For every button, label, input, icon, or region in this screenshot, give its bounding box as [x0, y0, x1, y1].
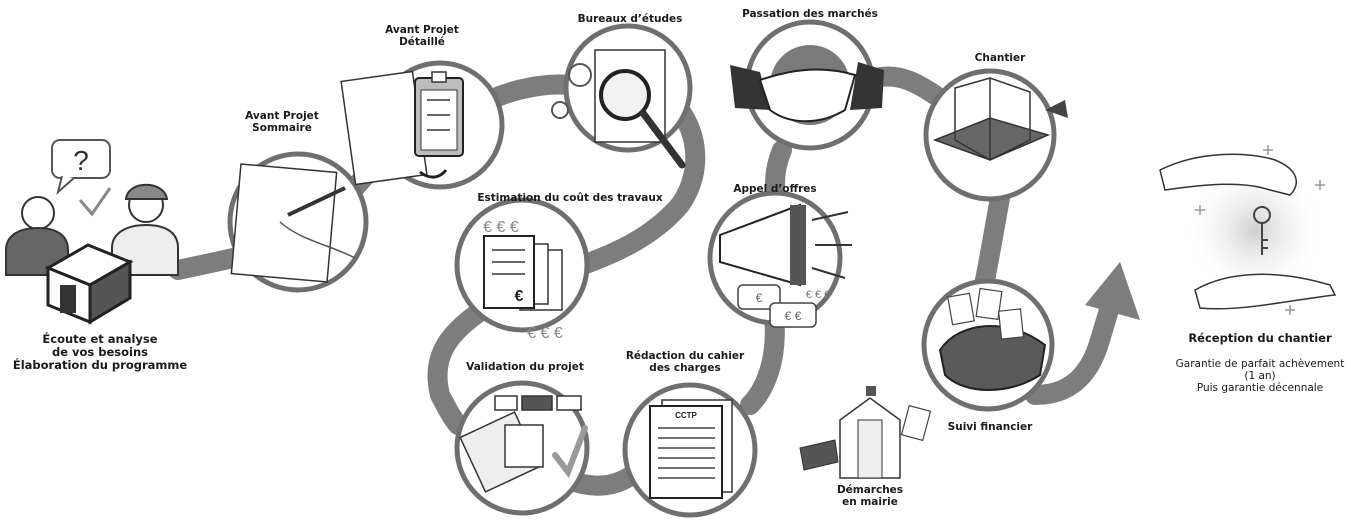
step-circle-estimation: € € € € € € €: [454, 197, 590, 342]
appel-euros-bubble: € €: [785, 309, 802, 323]
label-apd: Avant Projet Détaillé: [385, 24, 459, 48]
receiving-hand-icon: [1194, 273, 1337, 310]
step-circle-apd: [340, 60, 505, 190]
client-person-icon: [5, 196, 69, 276]
step-circle-bureaux: [551, 23, 693, 169]
arrow-head: [1085, 262, 1140, 320]
appel-euros-float: € € €: [806, 289, 830, 301]
speech-bubble-icon: ?: [51, 139, 111, 195]
step-circle-suivi: [921, 278, 1055, 412]
label-appel: Appel d’offres: [733, 183, 817, 195]
step-circle-aps: [227, 151, 369, 293]
estimation-euros-top: € € €: [483, 219, 519, 236]
house-block-icon: [44, 243, 134, 325]
sparkle-icons: [1195, 145, 1325, 315]
label-redaction: Rédaction du cahier des charges: [625, 350, 745, 374]
label-estimation: Estimation du coût des travaux: [477, 192, 663, 204]
checkmark-icon: [78, 187, 112, 217]
giving-hand-icon: [1159, 153, 1297, 196]
estimation-euro-doc: €: [515, 288, 524, 305]
step-circle-appel: € € € € € €: [707, 190, 852, 328]
label-demarches: Démarches en mairie: [836, 484, 904, 508]
appel-euro-bubble: €: [756, 291, 763, 305]
label-aps: Avant Projet Sommaire: [245, 110, 319, 134]
step-circle-redaction: CCTP: [622, 382, 758, 518]
reception-illustration: [1159, 145, 1337, 315]
ecoute-illustration: ?: [5, 139, 179, 325]
label-ecoute: Écoute et analyse de vos besoins Élabora…: [12, 332, 188, 372]
label-passation: Passation des marchés: [742, 8, 878, 20]
label-validation: Validation du projet: [466, 361, 584, 373]
step-circle-validation: [454, 380, 590, 516]
cctp-label: CCTP: [675, 411, 697, 420]
label-garantie: Garantie de parfait achèvement (1 an) Pu…: [1175, 358, 1345, 394]
demarches-illustration: [799, 386, 932, 479]
label-suivi: Suivi financier: [947, 421, 1033, 433]
label-bureaux: Bureaux d’études: [577, 13, 683, 25]
key-icon: [1253, 206, 1271, 255]
estimation-euros-bottom: € € €: [527, 325, 563, 342]
label-chantier: Chantier: [974, 52, 1026, 64]
question-mark: ?: [73, 145, 89, 176]
label-reception: Réception du chantier: [1188, 331, 1332, 345]
step-circle-chantier: [923, 68, 1068, 202]
step-circle-passation: [730, 19, 884, 151]
